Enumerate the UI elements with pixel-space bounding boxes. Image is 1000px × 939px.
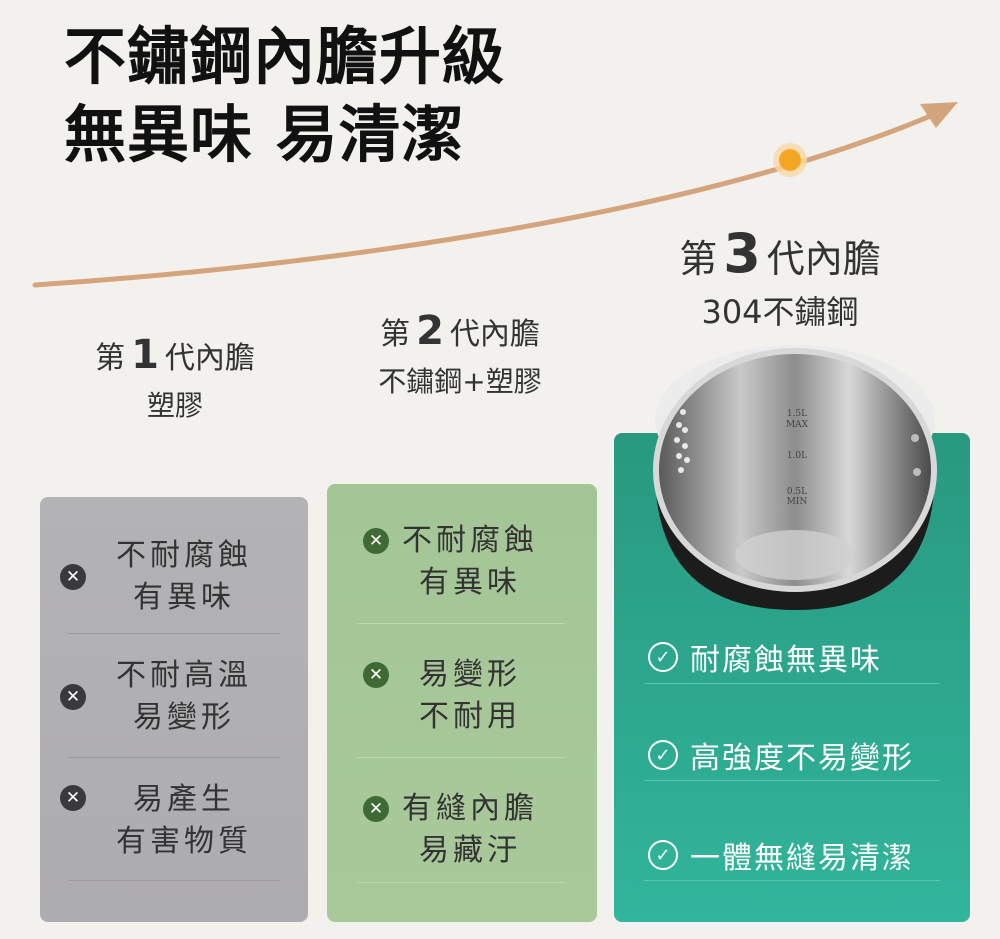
divider	[68, 633, 280, 634]
x-circle-icon: ✕	[60, 785, 86, 811]
list-item: ✕ 易產生有害物質	[40, 779, 308, 863]
divider	[68, 757, 280, 758]
progress-dot-icon	[779, 149, 801, 171]
stainless-kettle-image: 1.5L MAX 1.0L 0.5L MIN	[653, 345, 937, 610]
svg-text:MIN: MIN	[787, 497, 808, 507]
divider	[357, 757, 565, 758]
x-circle-icon: ✕	[363, 796, 389, 822]
x-circle-icon: ✕	[363, 662, 389, 688]
divider	[357, 882, 565, 883]
divider	[644, 780, 940, 781]
check-circle-icon: ✓	[648, 840, 678, 870]
divider	[644, 683, 940, 684]
svg-text:0.5L: 0.5L	[787, 487, 807, 497]
divider	[357, 623, 565, 624]
list-item: ✓ 一體無縫易清潔	[614, 833, 970, 877]
headline-line-1: 不鏽鋼內膽升級	[64, 20, 506, 93]
list-item: ✕ 易變形不耐用	[327, 654, 597, 738]
list-item: ✕ 有縫內膽易藏汙	[327, 788, 597, 872]
list-item: ✕ 不耐腐蝕有異味	[40, 535, 308, 619]
check-circle-icon: ✓	[648, 642, 678, 672]
check-circle-icon: ✓	[648, 740, 678, 770]
gen1-card: ✕ 不耐腐蝕有異味 ✕ 不耐高溫易變形 ✕ 易產生有害物質	[40, 497, 308, 922]
divider	[644, 880, 940, 881]
gen2-card: ✕ 不耐腐蝕有異味 ✕ 易變形不耐用 ✕ 有縫內膽易藏汙	[327, 484, 597, 922]
gen1-material: 塑膠	[146, 389, 203, 422]
svg-text:1.5L: 1.5L	[787, 409, 807, 419]
list-item: ✓ 高強度不易變形	[614, 733, 970, 777]
gen3-material: 304不鏽鋼	[701, 293, 859, 331]
x-circle-icon: ✕	[60, 684, 86, 710]
gen2-material: 不鏽鋼+塑膠	[378, 365, 542, 398]
x-circle-icon: ✕	[60, 564, 86, 590]
headline-line-2: 無異味 易清潔	[64, 98, 465, 171]
list-item: ✓ 耐腐蝕無異味	[614, 635, 970, 679]
svg-text:1.0L: 1.0L	[787, 451, 807, 461]
divider	[68, 880, 280, 881]
list-item: ✕ 不耐高溫易變形	[40, 655, 308, 739]
list-item: ✕ 不耐腐蝕有異味	[327, 520, 597, 604]
x-circle-icon: ✕	[363, 528, 389, 554]
upgrade-arrow-icon	[32, 102, 958, 288]
svg-text:MAX: MAX	[786, 420, 809, 430]
